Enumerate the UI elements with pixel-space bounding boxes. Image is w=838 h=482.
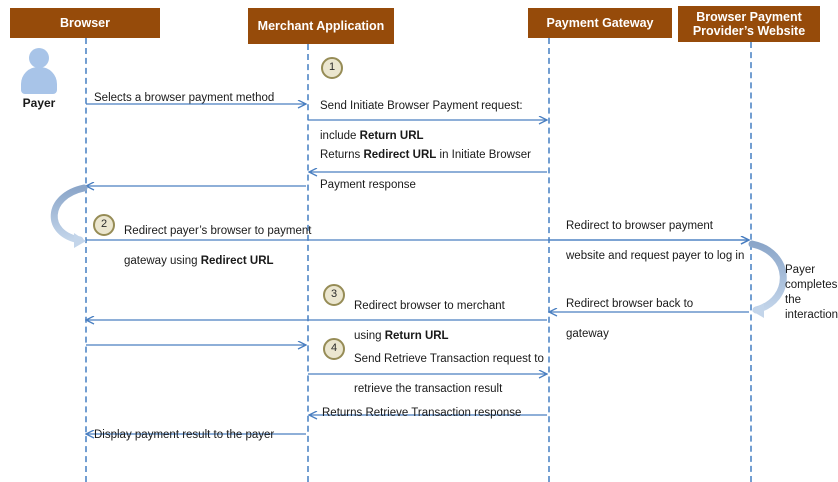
avatar: Payer [6, 48, 72, 110]
participant-gateway[interactable]: Payment Gateway [528, 8, 672, 38]
message-m1-text: Selects a browser payment method [94, 92, 275, 104]
participant-merchant[interactable]: Merchant Application [248, 8, 394, 44]
lifeline-browser [85, 38, 87, 482]
message-label-m9: Send Retrieve Transaction request to ret… [354, 337, 554, 397]
step-badge-2-label: 2 [100, 218, 108, 230]
annotation-payer-completes-text: Payer completes the interaction [785, 264, 838, 321]
step-badge-3: 3 [323, 284, 345, 306]
message-label-m12: Display payment result to the payer [94, 413, 306, 443]
actor-label: Payer [22, 96, 56, 110]
message-label-m1: Selects a browser payment method [94, 76, 304, 106]
message-m3-line1-post: in Initiate Browser [436, 149, 531, 161]
step-badge-1: 1 [321, 57, 343, 79]
lifeline-gateway [548, 38, 550, 482]
message-m8-line1: Redirect browser to merchant [354, 300, 505, 312]
participant-provider[interactable]: Browser Payment Provider’s Website [678, 6, 820, 42]
curve-provider-loop-head [752, 303, 764, 318]
message-m6-line1: Redirect to browser payment [566, 220, 714, 232]
participant-browser[interactable]: Browser [10, 8, 160, 38]
message-m7-line1: Redirect browser back to [566, 298, 694, 310]
message-m5-line2-pre: gateway using [124, 255, 201, 267]
message-m11-text: Returns Retrieve Transaction response [322, 407, 522, 419]
message-label-m2: Send Initiate Browser Payment request: i… [320, 84, 545, 144]
curve-browser-loop [50, 184, 88, 244]
message-m9-line1: Send Retrieve Transaction request to [354, 353, 544, 365]
message-m3-line1-bold: Redirect URL [363, 149, 437, 161]
message-m6-line2: website and request payer to log in [566, 250, 745, 262]
message-m3-line1-pre: Returns [320, 149, 364, 161]
message-m7-line2: gateway [566, 328, 609, 340]
person-icon [18, 48, 60, 94]
message-m5-line1: Redirect payer’s browser to payment [124, 225, 312, 237]
message-m2-line2-bold: Return URL [359, 130, 424, 142]
participant-provider-label: Browser Payment Provider’s Website [692, 10, 806, 38]
step-badge-4: 4 [323, 338, 345, 360]
message-m8-line2-bold: Return URL [384, 330, 449, 342]
message-m2-line2-pre: include [320, 130, 360, 142]
step-badge-1-label: 1 [328, 61, 336, 73]
message-m3-line2: Payment response [320, 179, 416, 191]
message-m2-line1: Send Initiate Browser Payment request: [320, 100, 523, 112]
lifeline-merchant [307, 44, 309, 482]
message-label-m8: Redirect browser to merchant using Retur… [354, 284, 549, 344]
message-label-m5: Redirect payer’s browser to payment gate… [124, 209, 319, 269]
message-m8-line2-pre: using [354, 330, 385, 342]
participant-browser-label: Browser [59, 16, 111, 30]
message-m12-text: Display payment result to the payer [94, 429, 275, 441]
message-label-m3: Returns Redirect URL in Initiate Browser… [320, 133, 548, 193]
step-badge-2: 2 [93, 214, 115, 236]
message-label-m11: Returns Retrieve Transaction response [322, 391, 552, 421]
message-label-m6: Redirect to browser payment website and … [566, 204, 761, 264]
participant-merchant-label: Merchant Application [257, 19, 385, 33]
message-label-m7: Redirect browser back to gateway [566, 282, 746, 342]
message-m5-line2-bold: Redirect URL [200, 255, 274, 267]
step-badge-3-label: 3 [330, 288, 338, 300]
participant-gateway-label: Payment Gateway [546, 16, 654, 30]
message-m9-line2: retrieve the transaction result [354, 383, 503, 395]
step-badge-4-label: 4 [330, 342, 338, 354]
annotation-payer-completes: Payer completes the interaction [785, 248, 838, 323]
